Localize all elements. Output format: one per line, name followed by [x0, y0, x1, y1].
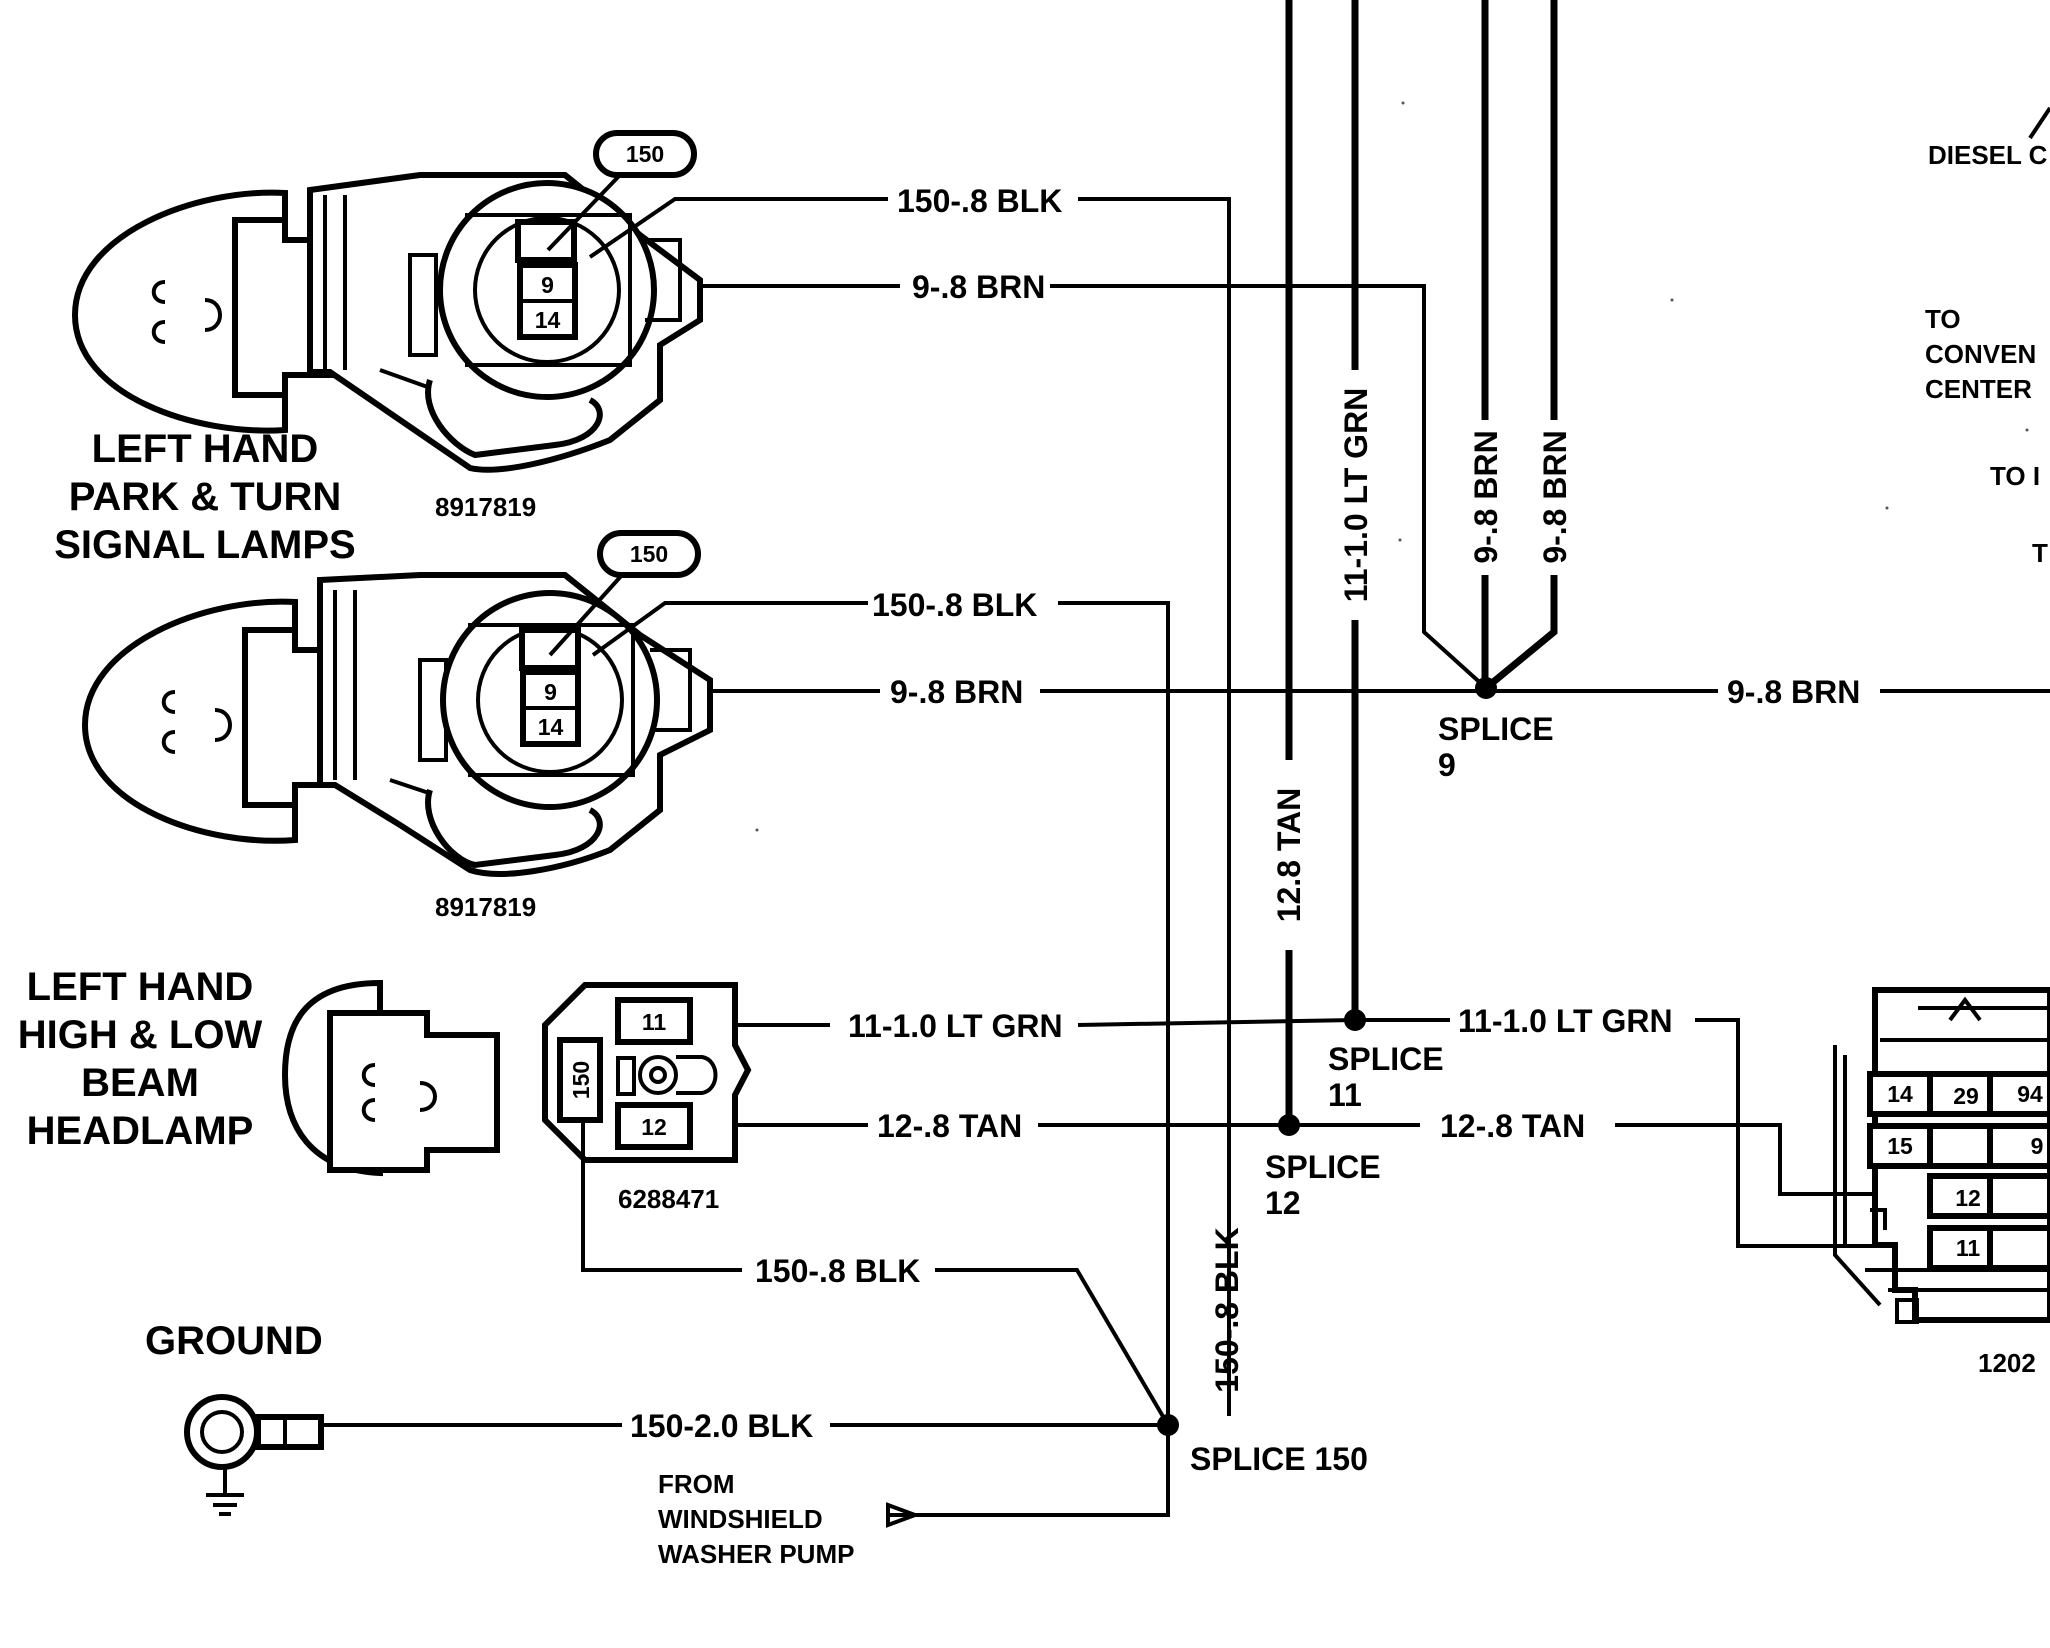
vertical-brown-wire-label-2: 9-.8 BRN [1537, 430, 1573, 563]
splice-12-dot [1278, 1114, 1300, 1136]
svg-text:LEFT HAND: LEFT HAND [27, 965, 254, 1009]
diesel-label: DIESEL C [1928, 140, 2048, 170]
splice-11-label: SPLICE 11 [1328, 1041, 1444, 1113]
park-turn-lamps-label: LEFT HAND PARK & TURN SIGNAL LAMPS [54, 427, 356, 567]
lower-lamp-brown-wire-label: 9-.8 BRN [890, 674, 1023, 710]
conven-label: CONVEN [1925, 339, 2036, 369]
svg-text:LEFT HAND: LEFT HAND [92, 427, 319, 471]
svg-text:HIGH & LOW: HIGH & LOW [18, 1013, 263, 1057]
svg-text:11: 11 [1328, 1077, 1362, 1113]
svg-text:WASHER PUMP: WASHER PUMP [658, 1539, 854, 1569]
block-pin-14: 14 [1887, 1081, 1913, 1107]
upper-lamp-pin-14: 14 [535, 307, 561, 333]
lower-lamp-connector: 9 14 150 [317, 530, 713, 877]
lower-lamp-circuit-tag: 150 [630, 541, 668, 567]
block-pin-29: 29 [1953, 1083, 1979, 1109]
headlamp-pin-12: 12 [641, 1114, 667, 1140]
upper-lamp-bulb-socket [71, 189, 348, 434]
vertical-brown-wire-label-1: 9-.8 BRN [1468, 430, 1504, 563]
block-pin-9: 9 [2031, 1133, 2044, 1159]
headlamp-lt-grn-wire-label: 11-1.0 LT GRN [848, 1008, 1063, 1044]
block-pin-12: 12 [1955, 1185, 1981, 1211]
splice-150-dot [1157, 1414, 1179, 1436]
upper-lamp-brown-wire-label: 9-.8 BRN [912, 269, 1045, 305]
lower-lamp-pin-14: 14 [538, 714, 564, 740]
splice-11-dot [1344, 1009, 1366, 1031]
headlamp-part-number: 6288471 [618, 1184, 719, 1214]
right-block-part-number: 1202 [1978, 1348, 2036, 1378]
svg-text:WINDSHIELD: WINDSHIELD [658, 1504, 823, 1534]
headlamp-tan-wire-label: 12-.8 TAN [877, 1108, 1022, 1144]
lower-lamp-pin-9: 9 [544, 679, 557, 705]
upper-lamp-circuit-tag: 150 [626, 141, 664, 167]
lt-grn-out-wire-label: 11-1.0 LT GRN [1458, 1003, 1673, 1039]
svg-text:9: 9 [1438, 747, 1456, 783]
svg-text:PARK & TURN: PARK & TURN [69, 475, 342, 519]
lower-lamp-bulb-socket [81, 598, 358, 844]
lower-lamp-part-number: 8917819 [435, 892, 536, 922]
upper-lamp-pin-9: 9 [541, 272, 554, 298]
block-pin-11: 11 [1956, 1235, 1981, 1261]
splice-12-label: SPLICE 12 [1265, 1149, 1381, 1221]
headlamp-socket [281, 979, 500, 1177]
lower-lamp-black-wire-label: 150-.8 BLK [872, 587, 1037, 623]
svg-text:SPLICE: SPLICE [1328, 1041, 1444, 1077]
t-label: T [2032, 538, 2048, 568]
wires [321, 0, 2050, 1528]
svg-text:BEAM: BEAM [81, 1061, 199, 1105]
vertical-lt-grn-wire-label: 11-1.0 LT GRN [1338, 388, 1374, 603]
headlamp-connector: 11 12 150 [542, 982, 752, 1163]
ground-label: GROUND [145, 1319, 323, 1363]
to-label-1: TO [1925, 304, 1961, 334]
headlamp-black-wire-label: 150-.8 BLK [755, 1253, 920, 1289]
block-pin-94: 94 [2017, 1081, 2043, 1107]
block-pin-15: 15 [1887, 1133, 1913, 1159]
vertical-tan-wire-label: 12.8 TAN [1271, 788, 1307, 923]
ground-terminal-icon [184, 1394, 324, 1516]
splice-9-label: SPLICE 9 [1438, 711, 1554, 783]
center-label: CENTER [1925, 374, 2032, 404]
ground-black-wire-label: 150-2.0 BLK [630, 1408, 813, 1444]
svg-text:SIGNAL LAMPS: SIGNAL LAMPS [54, 523, 356, 567]
svg-text:FROM: FROM [658, 1469, 735, 1499]
to-label-2: TO I [1990, 461, 2040, 491]
svg-text:SPLICE: SPLICE [1265, 1149, 1381, 1185]
splice-9-out-wire-label: 9-.8 BRN [1727, 674, 1860, 710]
svg-text:HEADLAMP: HEADLAMP [27, 1109, 254, 1153]
upper-lamp-black-wire-label: 150-.8 BLK [897, 183, 1062, 219]
headlamp-label: LEFT HAND HIGH & LOW BEAM HEADLAMP [18, 965, 263, 1153]
upper-lamp-part-number: 8917819 [435, 492, 536, 522]
headlamp-pin-150: 150 [568, 1061, 594, 1099]
vertical-black-wire-label: 150-.8 BLK [1209, 1227, 1245, 1392]
headlamp-pin-11: 11 [642, 1009, 667, 1035]
splice-9-dot [1475, 677, 1497, 699]
splice-150-label: SPLICE 150 [1190, 1441, 1368, 1477]
upper-lamp-connector: 9 14 150 [307, 130, 703, 473]
svg-text:12: 12 [1265, 1185, 1301, 1221]
svg-text:SPLICE: SPLICE [1438, 711, 1554, 747]
washer-pump-label: FROM WINDSHIELD WASHER PUMP [658, 1469, 854, 1569]
tan-out-wire-label: 12-.8 TAN [1440, 1108, 1585, 1144]
right-connector-block: 14 29 94 15 9 12 11 [1833, 987, 2050, 1324]
